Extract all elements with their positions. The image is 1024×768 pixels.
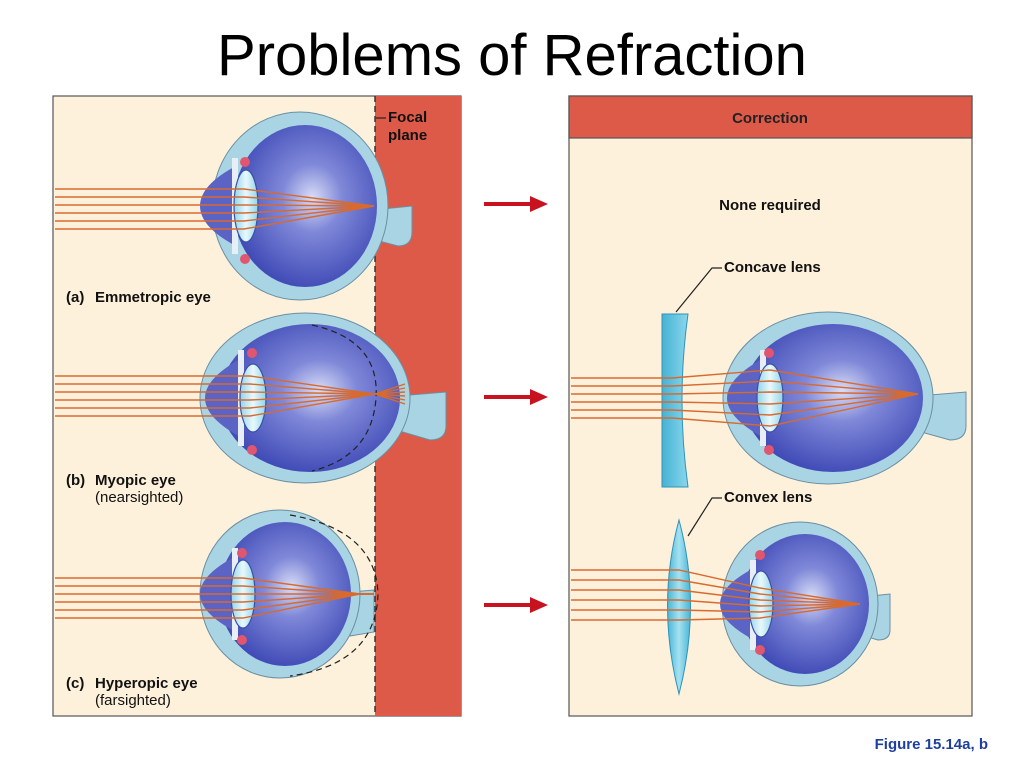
corrected-myopic-eye bbox=[571, 311, 967, 485]
eye-c-sub: (farsighted) bbox=[95, 692, 171, 709]
arrow-a bbox=[484, 196, 548, 212]
eye-b-sub: (nearsighted) bbox=[95, 489, 183, 506]
correction-header: Correction bbox=[732, 110, 808, 127]
convex-lens bbox=[667, 518, 691, 695]
focal-plane-label-line1: Focal bbox=[388, 109, 427, 126]
eye-c-tag: (c) bbox=[66, 675, 84, 692]
eye-b-name: Myopic eye bbox=[95, 472, 176, 489]
eye-a-name: Emmetropic eye bbox=[95, 289, 211, 306]
myopic-eye bbox=[55, 312, 447, 484]
hyperopic-eye bbox=[55, 509, 379, 679]
arrow-b bbox=[484, 389, 548, 405]
problems-panel: Focal plane (a) Emmetropic eye bbox=[52, 95, 462, 717]
figure-caption: Figure 15.14a, b bbox=[874, 736, 988, 753]
eye-a-tag: (a) bbox=[66, 289, 84, 306]
concave-lens-label: Concave lens bbox=[724, 259, 821, 276]
correction-panel: Correction None required Concave lens bbox=[568, 95, 973, 717]
concave-lens bbox=[661, 313, 689, 488]
eye-c-name: Hyperopic eye bbox=[95, 675, 198, 692]
convex-lens-label: Convex lens bbox=[724, 489, 812, 506]
emmetropic-eye bbox=[55, 111, 413, 301]
eye-b-tag: (b) bbox=[66, 472, 85, 489]
arrow-c bbox=[484, 597, 548, 613]
correction-none-label: None required bbox=[719, 197, 821, 214]
slide-title: Problems of Refraction bbox=[217, 23, 807, 88]
correction-header-band bbox=[568, 95, 973, 139]
arrows bbox=[484, 196, 548, 613]
focal-plane-label-line2: plane bbox=[388, 127, 427, 144]
corrected-hyperopic-eye bbox=[571, 521, 891, 687]
